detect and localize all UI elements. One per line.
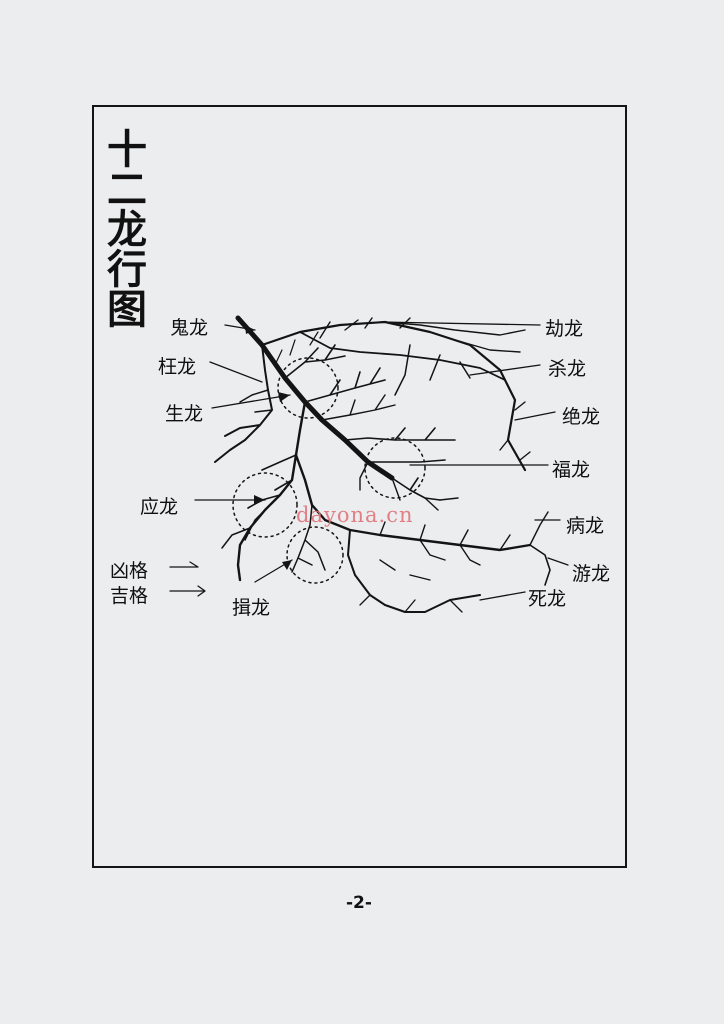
- pointer-sha: [469, 364, 541, 376]
- label-wang-long: 枉龙: [158, 356, 197, 378]
- label-sha-long: 杀龙: [548, 358, 587, 380]
- pointer-you: [547, 557, 569, 566]
- label-jie-long: 劫龙: [545, 318, 584, 340]
- label-yi-long: 揖龙: [232, 597, 271, 619]
- label-gui-long: 鬼龙: [170, 317, 209, 339]
- circle-gui-area: [277, 357, 339, 419]
- pointer-si: [479, 591, 526, 601]
- circle-yi-area: [286, 526, 344, 584]
- legend-ji-ge: 吉格: [110, 585, 149, 607]
- diagram-title: 十二龙行图: [100, 128, 147, 328]
- watermark-text: dayona.cn: [296, 503, 414, 527]
- label-jue-long: 绝龙: [562, 406, 601, 428]
- legend-xiong-arrow: [169, 561, 199, 568]
- pointer-sheng: [211, 394, 291, 409]
- label-sheng-long: 生龙: [165, 403, 204, 425]
- label-bing-long: 病龙: [566, 515, 605, 537]
- page-number: -2-: [346, 893, 372, 913]
- label-ying-long: 应龙: [140, 496, 179, 518]
- label-you-long: 游龙: [572, 563, 611, 585]
- pointer-jue: [514, 411, 556, 421]
- label-fu-long: 福龙: [552, 459, 591, 481]
- circle-ying-area: [232, 472, 298, 538]
- pointer-jie: [379, 321, 541, 326]
- main-trunk: [235, 315, 395, 481]
- legend-xiong-ge: 凶格: [110, 560, 149, 582]
- upper-branch-2: [299, 331, 506, 381]
- circle-fu-area: [364, 437, 426, 499]
- label-si-long: 死龙: [528, 588, 567, 610]
- legend-ji-arrow: [169, 585, 206, 597]
- page-frame: [92, 105, 627, 868]
- pointer-wang: [209, 361, 263, 383]
